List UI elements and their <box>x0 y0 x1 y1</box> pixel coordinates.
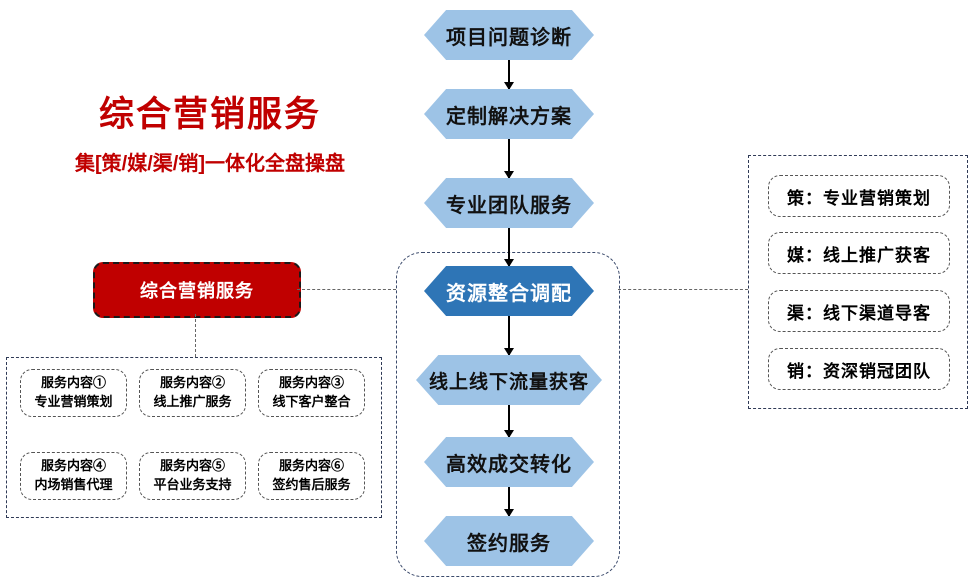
flow-arrow-5 <box>508 405 510 437</box>
highlight-box[interactable]: 综合营销服务 <box>93 262 301 318</box>
page-subtitle: 集[策/媒/渠/销]一体化全盘操盘 <box>75 153 345 176</box>
capability-card-4-label: 销：资深销冠团队 <box>787 361 931 381</box>
capabilities-container <box>748 155 968 409</box>
flow-node-1-label: 项目问题诊断 <box>446 26 572 49</box>
flow-arrow-3 <box>508 228 510 266</box>
service-card-2-title: 服务内容② <box>159 375 225 391</box>
service-card-2-desc: 线上推广服务 <box>153 394 232 409</box>
capability-card-2[interactable]: 媒：线上推广获客 <box>768 232 950 274</box>
capability-card-3-label: 渠：线下渠道导客 <box>787 303 931 323</box>
service-card-3-title: 服务内容③ <box>278 375 344 391</box>
flow-node-2[interactable]: 定制解决方案 <box>424 89 594 139</box>
flow-node-6[interactable]: 高效成交转化 <box>424 437 594 487</box>
flow-node-6-label: 高效成交转化 <box>446 453 572 476</box>
headline-block: 综合营销服务 集[策/媒/渠/销]一体化全盘操盘 <box>40 95 380 176</box>
flow-node-7-label: 签约服务 <box>467 532 551 555</box>
capability-card-4[interactable]: 销：资深销冠团队 <box>768 348 950 390</box>
service-card-6[interactable]: 服务内容⑥ 签约售后服务 <box>258 452 365 500</box>
flow-node-3-label: 专业团队服务 <box>446 194 572 217</box>
flow-node-4-label: 资源整合调配 <box>446 282 572 305</box>
capability-card-2-label: 媒：线上推广获客 <box>787 245 931 265</box>
service-card-5-desc: 平台业务支持 <box>153 477 232 492</box>
capability-card-1[interactable]: 策：专业营销策划 <box>768 175 950 217</box>
capability-card-1-label: 策：专业营销策划 <box>787 188 931 208</box>
flow-node-1[interactable]: 项目问题诊断 <box>424 10 594 60</box>
flow-arrow-6 <box>508 487 510 516</box>
service-card-5[interactable]: 服务内容⑤ 平台业务支持 <box>139 452 246 500</box>
flow-node-5-label: 线上线下流量获客 <box>428 371 589 393</box>
service-card-3-desc: 线下客户整合 <box>272 394 351 409</box>
service-contents-container <box>6 357 382 518</box>
connector-highlight-to-core <box>297 289 396 290</box>
service-card-3[interactable]: 服务内容③ 线下客户整合 <box>258 369 365 417</box>
service-card-6-desc: 签约售后服务 <box>272 477 351 492</box>
connector-core-to-capabilities <box>618 289 748 290</box>
flow-node-2-label: 定制解决方案 <box>446 105 572 128</box>
flow-arrow-1 <box>508 60 510 89</box>
flow-node-3[interactable]: 专业团队服务 <box>424 178 594 228</box>
service-card-2[interactable]: 服务内容② 线上推广服务 <box>139 369 246 417</box>
service-card-4[interactable]: 服务内容④ 内场销售代理 <box>20 452 127 500</box>
service-card-4-desc: 内场销售代理 <box>34 477 113 492</box>
capability-card-3[interactable]: 渠：线下渠道导客 <box>768 290 950 332</box>
service-card-1[interactable]: 服务内容① 专业营销策划 <box>20 369 127 417</box>
service-card-4-title: 服务内容④ <box>40 458 106 474</box>
service-card-5-title: 服务内容⑤ <box>159 458 225 474</box>
connector-highlight-to-services <box>195 314 196 357</box>
page-title: 综合营销服务 <box>98 95 321 134</box>
service-card-1-title: 服务内容① <box>40 375 106 391</box>
highlight-box-label: 综合营销服务 <box>140 281 254 301</box>
service-card-6-title: 服务内容⑥ <box>278 458 344 474</box>
flow-node-7[interactable]: 签约服务 <box>424 516 594 566</box>
flow-node-4-active[interactable]: 资源整合调配 <box>424 266 594 316</box>
flow-arrow-4 <box>508 316 510 355</box>
flow-node-5[interactable]: 线上线下流量获客 <box>416 355 602 405</box>
flow-arrow-2 <box>508 139 510 178</box>
service-card-1-desc: 专业营销策划 <box>34 394 113 409</box>
